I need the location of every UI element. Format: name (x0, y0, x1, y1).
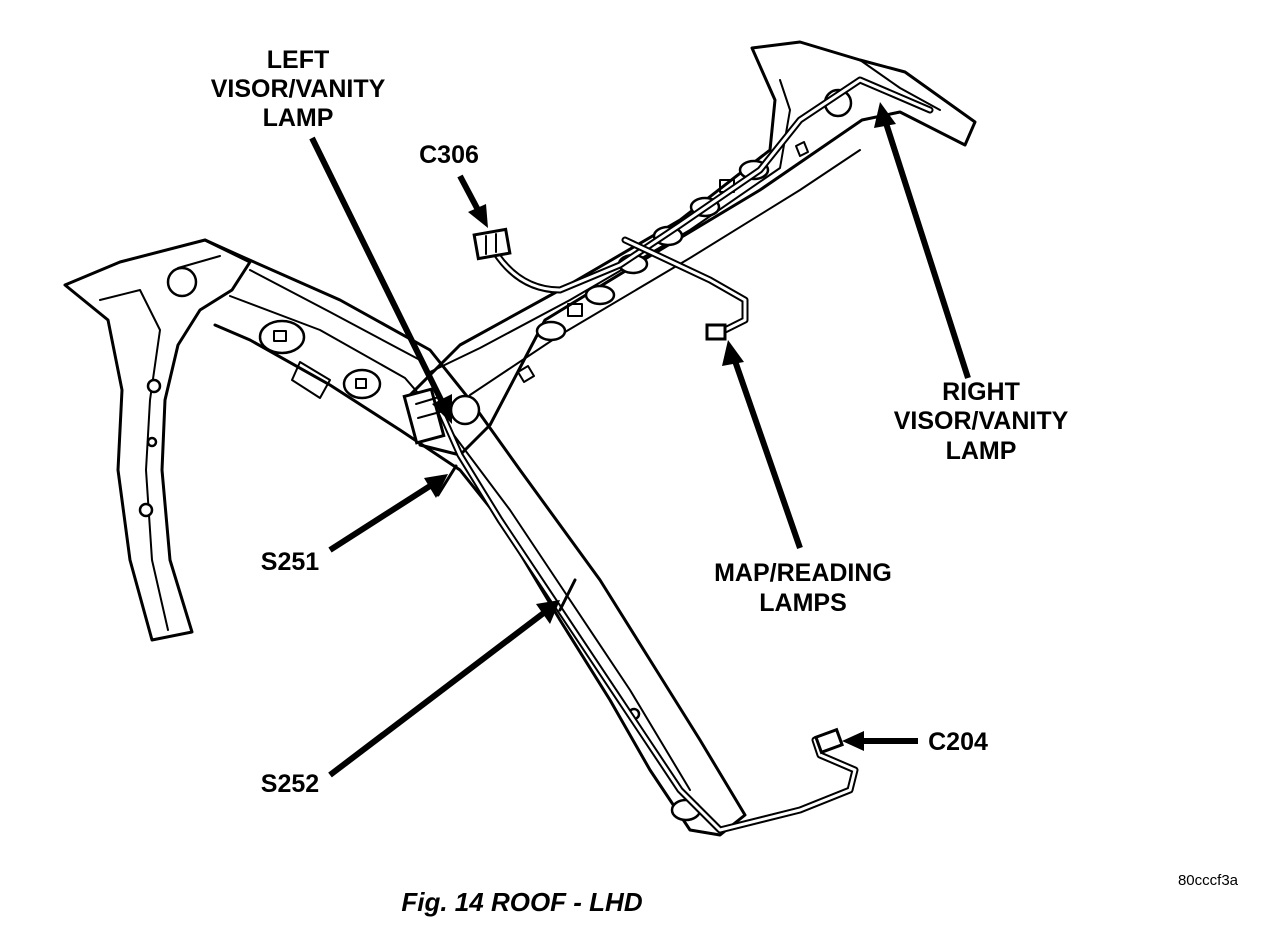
leaders (309, 102, 971, 778)
reference-code: 80cccf3a (1178, 872, 1239, 889)
connectors (402, 227, 844, 755)
left-roof-rail (203, 238, 747, 837)
left-pillar-structure (63, 238, 252, 642)
s252-leader (328, 609, 547, 778)
map-lamps-label-line-2: LAMPS (759, 589, 847, 617)
s252-label: S252 (261, 770, 319, 798)
map-lamp-connector (705, 323, 727, 341)
c204-connector (814, 727, 844, 755)
map-lamps-label-line-1: MAP/READING (714, 559, 892, 587)
c306-label: C306 (419, 141, 479, 169)
right-visor-label-line-3: LAMP (946, 437, 1017, 465)
c306-leader (457, 174, 481, 212)
c204-label: C204 (928, 728, 988, 756)
c306-connector (472, 227, 512, 261)
wiring-harness (436, 76, 934, 834)
s251-leader (328, 483, 432, 553)
right-visor-leader (882, 119, 971, 379)
left-visor-label-line-3: LAMP (263, 104, 334, 132)
right-visor-label-line-2: VISOR/VANITY (894, 407, 1069, 435)
right-visor-label-line-1: RIGHT (942, 378, 1020, 406)
left-visor-label-line-1: LEFT (267, 46, 330, 74)
map-lamps-leader (731, 357, 803, 549)
figure-caption: Fig. 14 ROOF - LHD (401, 887, 642, 917)
left-visor-label-line-2: VISOR/VANITY (211, 75, 386, 103)
left-visor-leader (309, 136, 448, 410)
s251-label: S251 (261, 548, 319, 576)
callouts: LEFT VISOR/VANITY LAMP C306 RIGHT VISOR/… (211, 46, 1069, 798)
